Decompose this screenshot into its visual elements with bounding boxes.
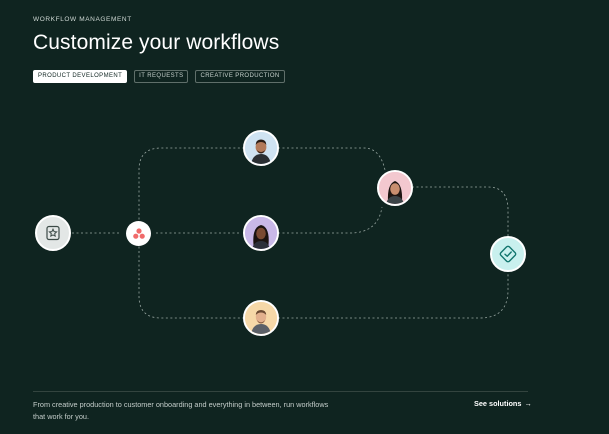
- person-avatar-middle[interactable]: [243, 215, 279, 251]
- workflow-tabs: PRODUCT DEVELOPMENT IT REQUESTS CREATIVE…: [33, 70, 285, 83]
- footer-description: From creative production to customer onb…: [33, 400, 329, 421]
- see-solutions-link[interactable]: See solutions →: [474, 399, 532, 408]
- approval-check-icon[interactable]: [490, 236, 526, 272]
- tab-creative-production[interactable]: CREATIVE PRODUCTION: [195, 70, 285, 83]
- star-document-icon[interactable]: [35, 215, 71, 251]
- eyebrow-label: WORKFLOW MANAGEMENT: [33, 16, 132, 23]
- tab-product-development[interactable]: PRODUCT DEVELOPMENT: [33, 70, 128, 83]
- person-avatar-bottom[interactable]: [243, 300, 279, 336]
- person-avatar-top[interactable]: [243, 130, 279, 166]
- footer-divider: [33, 391, 528, 392]
- page-title: Customize your workflows: [33, 31, 280, 54]
- asana-logo-icon: [126, 221, 151, 246]
- see-solutions-label: See solutions: [474, 399, 522, 408]
- person-avatar-right[interactable]: [377, 170, 413, 206]
- arrow-right-icon: →: [524, 399, 532, 408]
- tab-it-requests[interactable]: IT REQUESTS: [134, 70, 189, 83]
